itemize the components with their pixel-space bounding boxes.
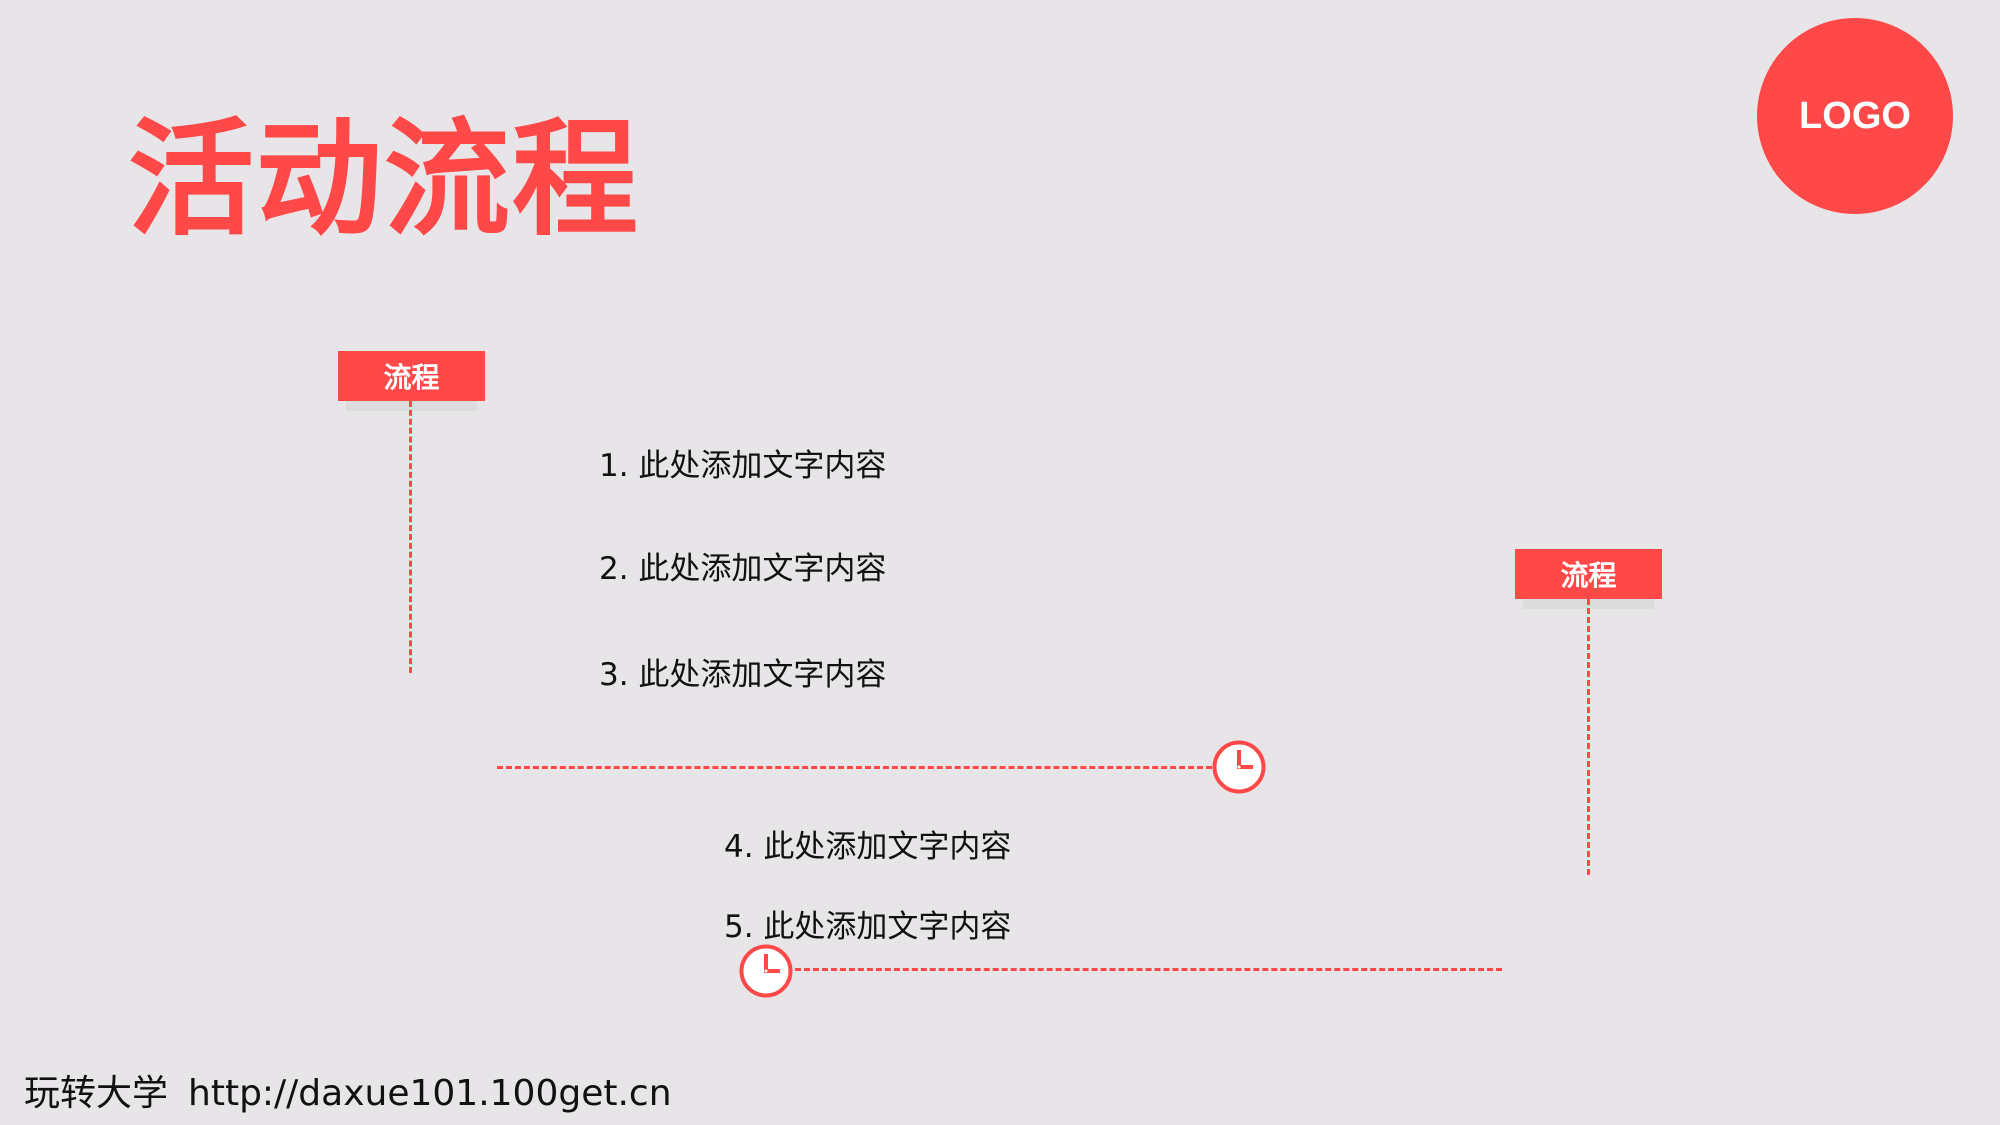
flow-item-2: 2. 此处添加文字内容 bbox=[599, 551, 887, 587]
flow-tag-1: 流程 bbox=[338, 351, 485, 401]
flow-tag-2: 流程 bbox=[1515, 549, 1662, 599]
footer-url: http://daxue101.100get.cn bbox=[188, 1073, 672, 1114]
flow-item-5: 5. 此处添加文字内容 bbox=[724, 909, 1012, 945]
footer-brand: 玩转大学 bbox=[24, 1073, 169, 1114]
dashed-connector-horizontal-1 bbox=[497, 766, 1212, 769]
dashed-connector-horizontal-2 bbox=[795, 968, 1502, 971]
flow-item-4: 4. 此处添加文字内容 bbox=[724, 829, 1012, 865]
clock-icon bbox=[739, 944, 793, 998]
logo: LOGO bbox=[1757, 18, 1953, 214]
flow-tag-label: 流程 bbox=[383, 361, 440, 394]
footer: 玩转大学 http://daxue101.100get.cn bbox=[24, 1064, 672, 1116]
dashed-connector-vertical-1 bbox=[409, 401, 412, 673]
logo-text: LOGO bbox=[1799, 94, 1911, 137]
dashed-connector-vertical-2 bbox=[1587, 599, 1590, 875]
flow-tag-label: 流程 bbox=[1560, 559, 1617, 592]
flow-item-1: 1. 此处添加文字内容 bbox=[599, 448, 887, 484]
page-title: 活动流程 bbox=[128, 106, 640, 253]
flow-item-3: 3. 此处添加文字内容 bbox=[599, 657, 887, 693]
clock-icon bbox=[1212, 740, 1266, 794]
